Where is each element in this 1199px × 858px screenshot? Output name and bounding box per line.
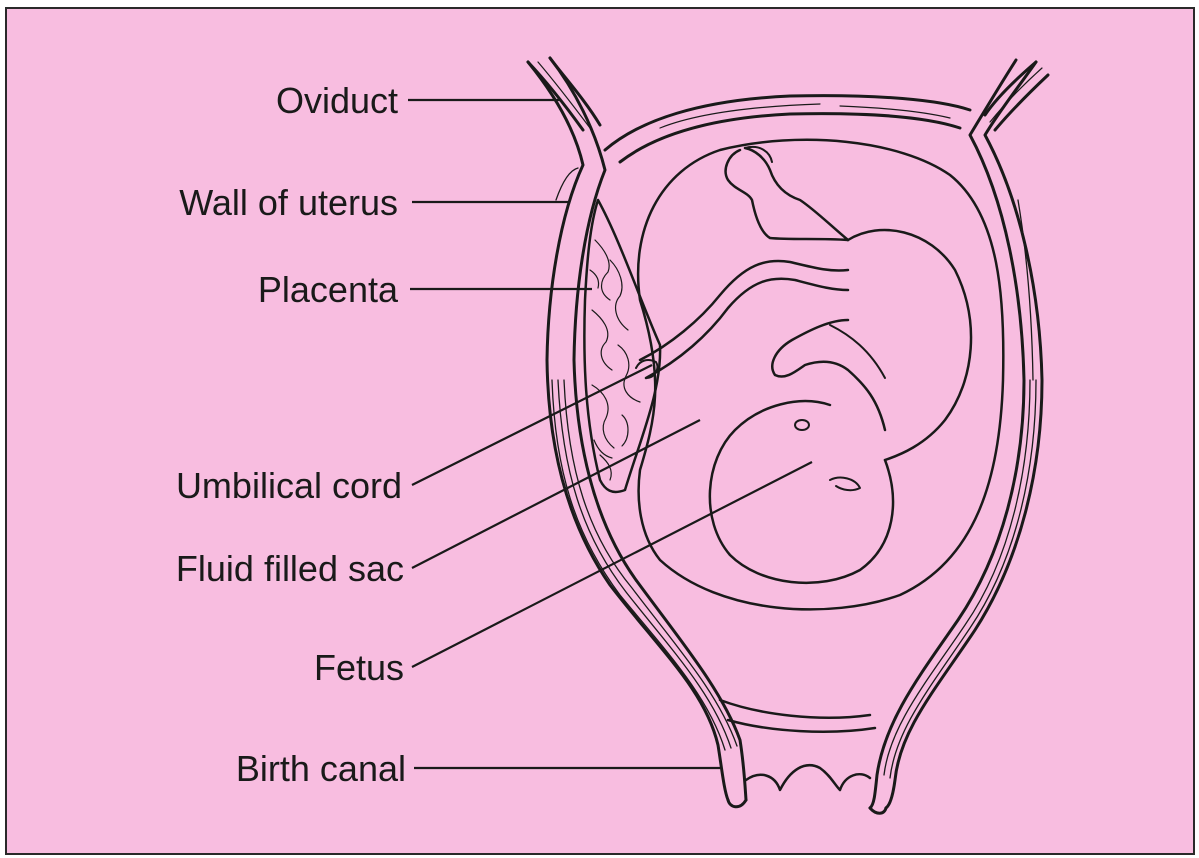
label-fluid-filled-sac: Fluid filled sac bbox=[176, 548, 404, 589]
label-fetus: Fetus bbox=[314, 647, 404, 688]
label-placenta: Placenta bbox=[258, 269, 399, 310]
background-panel bbox=[6, 8, 1194, 854]
label-umbilical-cord: Umbilical cord bbox=[176, 465, 402, 506]
label-birth-canal: Birth canal bbox=[236, 748, 406, 789]
label-wall-of-uterus: Wall of uterus bbox=[179, 182, 398, 223]
label-oviduct: Oviduct bbox=[276, 80, 398, 121]
